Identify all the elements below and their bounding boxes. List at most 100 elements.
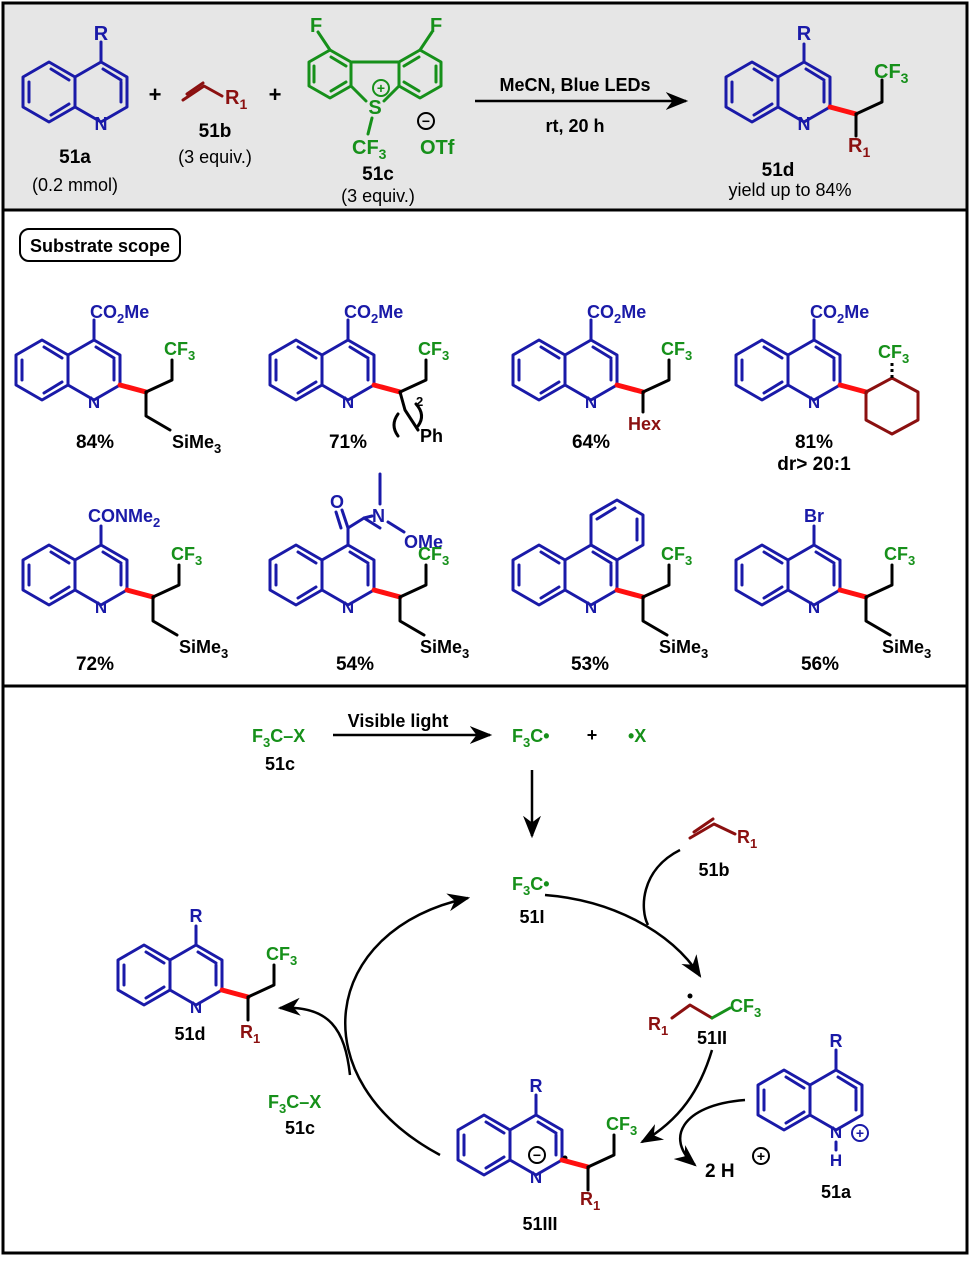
cycle-arrow-right	[640, 1049, 714, 1144]
label-51c: 51c	[265, 754, 295, 774]
label-51d: 51d	[762, 160, 795, 181]
n-atom: N	[95, 114, 108, 134]
svg-text:N: N	[585, 393, 597, 412]
cycle-arrow-top	[544, 893, 702, 978]
cf3-radical: F3C•	[512, 726, 550, 750]
protonated-quinolinium: R N + H 51a	[756, 1031, 869, 1202]
svg-text:CF3: CF3	[418, 544, 449, 568]
fluorine-right: F	[430, 15, 442, 37]
yield: 71%	[329, 432, 367, 453]
amide-group: CONMe2	[88, 506, 160, 530]
svg-text:N: N	[95, 598, 107, 617]
ester-group: CO2Me	[344, 302, 403, 326]
side-group: SiMe3	[420, 637, 469, 661]
amount-51a: (0.2 mmol)	[32, 175, 118, 195]
svg-text:CF3: CF3	[164, 339, 195, 363]
reaction-panel	[3, 3, 967, 210]
alkene-51b: R1 51b (3 equiv.)	[178, 81, 252, 167]
amount-51c: (3 equiv.)	[341, 186, 415, 206]
cycle-arrow-left	[344, 893, 471, 1157]
svg-text:CF3: CF3	[730, 996, 761, 1020]
label-51b: 51b	[698, 860, 729, 880]
svg-text:N: N	[342, 598, 354, 617]
svg-text:CF3: CF3	[171, 544, 202, 568]
cf3-group: CF3	[874, 61, 909, 86]
scope-item-5: CONMe2 N CF3 SiMe3 72%	[21, 506, 228, 675]
proton-out-arrow	[673, 1098, 746, 1167]
scope-item-8: Br N CF3 SiMe3 56%	[734, 506, 931, 675]
label-51III: 51III	[522, 1214, 557, 1234]
initiation-step: F3C–X 51c Visible light F3C• + •X	[252, 711, 646, 839]
label-51I: 51I	[519, 907, 544, 927]
scope-heading: Substrate scope	[30, 236, 170, 256]
r-substituent: R	[797, 23, 812, 45]
side-group: SiMe3	[172, 432, 221, 456]
amount-51b: (3 equiv.)	[178, 147, 252, 167]
svg-text:R1: R1	[737, 827, 757, 851]
label-51b: 51b	[199, 121, 232, 142]
svg-text:N: N	[808, 393, 820, 412]
conditions-bottom: rt, 20 h	[545, 116, 604, 136]
sulfur-atom: S	[368, 97, 381, 119]
svg-text:N: N	[808, 598, 820, 617]
svg-text:CF3: CF3	[661, 339, 692, 363]
quinoline-51a: R N 51a (0.2 mmol)	[21, 23, 129, 195]
r1-label: R1	[225, 87, 247, 112]
triflate: OTf	[420, 137, 455, 159]
svg-text:+: +	[856, 1125, 864, 1141]
scope-item-4: CO2Me N CF3 81% dr> 20:1	[734, 302, 920, 475]
scope-item-6: O N OMe N CF3 SiMe3 54%	[268, 472, 469, 675]
svg-text:N: N	[830, 1123, 842, 1142]
methoxy-group: OMe	[404, 532, 443, 552]
yield: 56%	[801, 654, 839, 675]
minus-charge: −	[422, 113, 430, 129]
proton-release: 2 H	[705, 1161, 735, 1182]
alkene-in-arrow	[642, 848, 681, 926]
side-group: Ph	[420, 426, 443, 446]
yield: 72%	[76, 654, 114, 675]
label-51c: 51c	[285, 1118, 315, 1138]
svg-text:+: +	[757, 1148, 765, 1164]
ester-group: CO2Me	[810, 302, 869, 326]
yield: 84%	[76, 432, 114, 453]
repeat-count: 2	[416, 394, 423, 409]
svg-text:−: −	[533, 1147, 541, 1163]
scope-item-7: N CF3 SiMe3 53%	[511, 498, 708, 675]
svg-text:N: N	[530, 1168, 542, 1187]
ester-group: CO2Me	[587, 302, 646, 326]
yield: 54%	[336, 654, 374, 675]
conditions-top: MeCN, Blue LEDs	[499, 75, 650, 95]
svg-text:R: R	[190, 906, 203, 926]
r-substituent: R	[94, 23, 109, 45]
product-yield: yield up to 84%	[728, 180, 851, 200]
bromo-group: Br	[804, 506, 824, 526]
svg-text:CF3: CF3	[884, 544, 915, 568]
svg-text:N: N	[190, 998, 202, 1017]
intermediate-51III: R N − CF3 R1 51III	[456, 1076, 637, 1234]
label-51d: 51d	[174, 1024, 205, 1044]
plus-sign: +	[269, 82, 282, 107]
plus-charge: +	[377, 80, 385, 96]
side-group: SiMe3	[882, 637, 931, 661]
svg-text:R1: R1	[240, 1022, 260, 1046]
yield: 81%	[795, 432, 833, 453]
svg-text:CF3: CF3	[878, 342, 909, 366]
reagent-cf3x: F3C–X	[252, 726, 305, 750]
yield: 53%	[571, 654, 609, 675]
side-group: Hex	[628, 414, 661, 434]
label-51a: 51a	[821, 1182, 852, 1202]
r1-label: R1	[848, 135, 870, 160]
alkene-51b-mech: R1 51b	[688, 817, 757, 880]
plus-sign: +	[149, 82, 162, 107]
reagent-51c: F F S + CF3 − OTf 51c (3 equiv.)	[307, 15, 455, 206]
diastereomer-ratio: dr> 20:1	[777, 454, 851, 475]
svg-text:R: R	[830, 1031, 843, 1051]
scope-item-1: CO2Me N CF3 SiMe3 84%	[14, 302, 221, 456]
product-51d: R N CF3 R1 51d yield up to 84%	[724, 23, 909, 200]
svg-text:N: N	[372, 506, 385, 526]
intermediate-51II: R1 CF3 51II	[648, 993, 761, 1048]
cf3-group: CF3	[352, 137, 387, 162]
